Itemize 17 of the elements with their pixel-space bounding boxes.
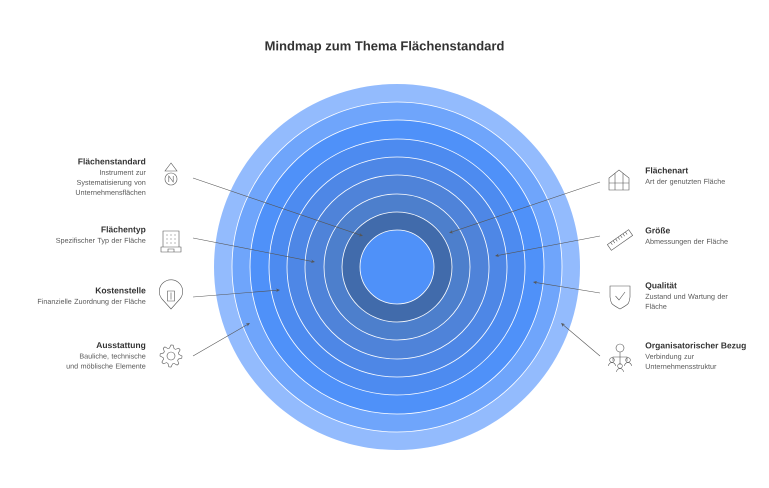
arrow bbox=[192, 238, 315, 263]
arrow bbox=[561, 323, 600, 356]
node-heading: Flächenart bbox=[646, 167, 688, 174]
node-heading: Flächentyp bbox=[102, 226, 146, 234]
node-heading: Organisatorischer Bezug bbox=[646, 342, 746, 350]
arrow bbox=[192, 178, 363, 236]
node-heading: Ausstattung bbox=[96, 342, 146, 350]
arrow bbox=[495, 236, 600, 257]
arrow bbox=[192, 323, 250, 356]
node-heading: Flächenstandard bbox=[78, 158, 146, 164]
ring bbox=[360, 230, 434, 304]
arrow bbox=[449, 182, 600, 234]
node-heading: Kostenstelle bbox=[96, 287, 146, 294]
title: Mindmap zum Thema Flächenstandard bbox=[265, 40, 504, 54]
node-heading: Qualität bbox=[646, 282, 677, 290]
node-heading: Größe bbox=[646, 227, 670, 234]
arrow bbox=[192, 288, 280, 298]
